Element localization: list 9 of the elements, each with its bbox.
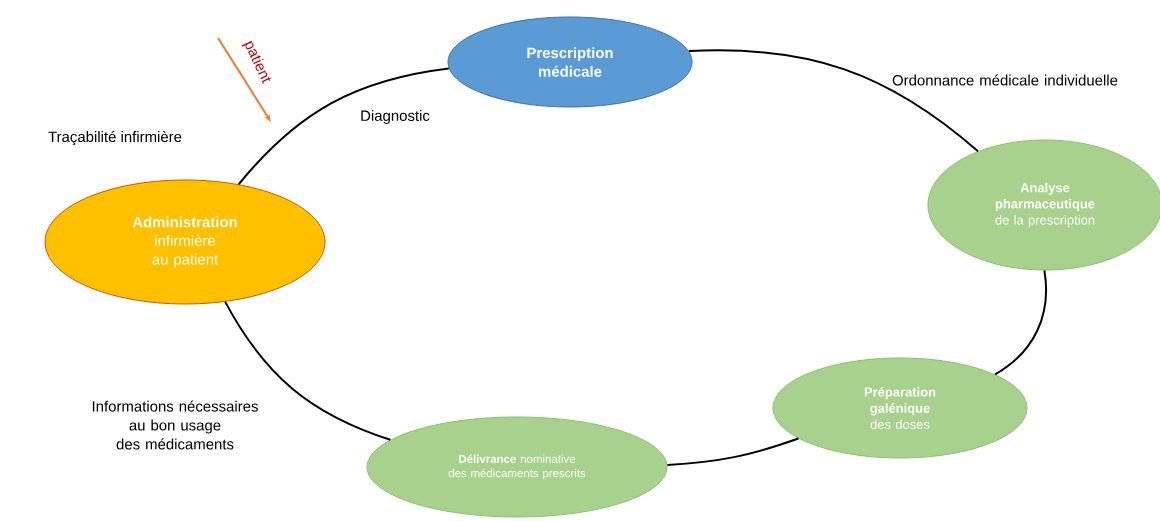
- connector-arc: [237, 67, 450, 186]
- connector-arc: [687, 49, 979, 153]
- edge-label: Diagnostic: [361, 110, 430, 124]
- edge-label: Informations nécessaires au bon usage des médicaments: [92, 400, 258, 450]
- text-label: Traçabilité infirmière: [48, 130, 182, 146]
- connector-arc: [994, 269, 1048, 376]
- edge-label: Ordonnance médicale individuelle: [892, 74, 1118, 86]
- connector-arc: [224, 300, 392, 441]
- connector-arc: [666, 437, 800, 466]
